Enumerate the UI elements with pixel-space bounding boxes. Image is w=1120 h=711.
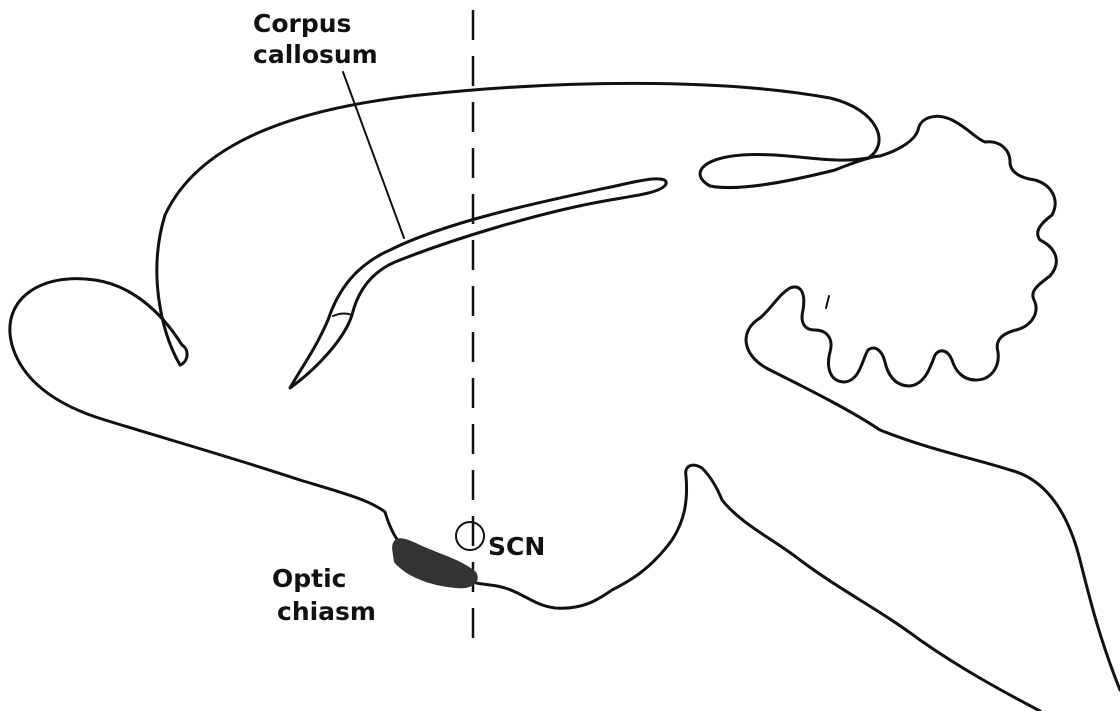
scn-circle [456,522,484,550]
frontal-inner-fold [180,345,187,365]
cerebral-hemisphere-outline [157,83,880,365]
optic-chiasm-fill [392,538,478,588]
fornix-line [333,314,352,316]
corpus-callosum-label: Corpus callosum [253,9,378,69]
brain-base-outline [10,279,1040,711]
scn-label: SCN [488,532,545,561]
optic-chiasm-label: Optic chiasm [272,564,376,626]
cerebellum-mark [826,296,829,308]
corpus-callosum-label-line2: callosum [253,40,378,69]
brainstem-right-outline [746,318,1120,690]
optic-chiasm-label-line2: chiasm [277,597,376,626]
corpus-callosum-shape [290,179,666,388]
corpus-callosum-label-line1: Corpus [253,9,351,38]
optic-chiasm-label-line1: Optic [272,564,347,593]
